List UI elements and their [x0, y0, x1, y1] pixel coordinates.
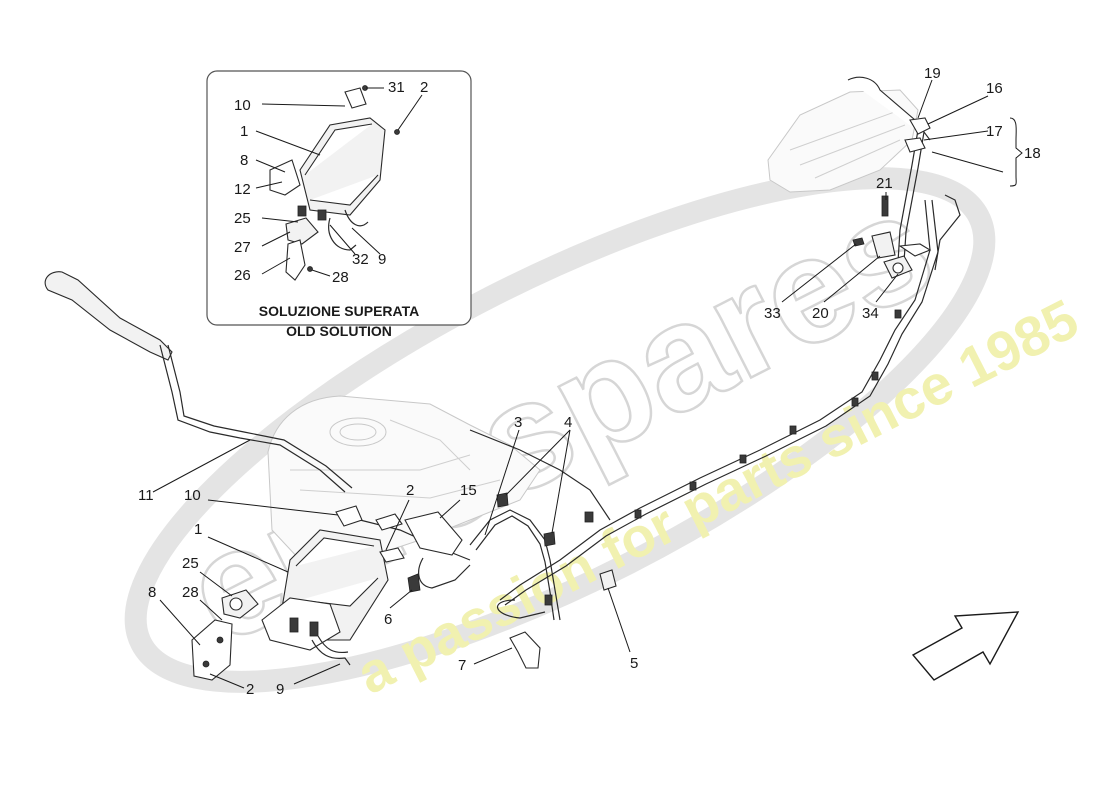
leader-lines	[152, 79, 1023, 689]
callout-9: 9	[378, 251, 386, 268]
purge-valve-group	[852, 117, 932, 279]
callout-31: 31	[388, 79, 405, 96]
callout-32: 32	[352, 251, 369, 268]
callout-17: 17	[986, 123, 1003, 140]
callout-34: 34	[862, 305, 879, 322]
callout-21: 21	[876, 175, 893, 192]
callout-12: 12	[234, 181, 251, 198]
callout-20: 20	[812, 305, 829, 322]
callout-3: 3	[514, 414, 522, 431]
callout-25: 25	[234, 210, 251, 227]
callout-6: 6	[384, 611, 392, 628]
main-callouts: 19 16 17 18 21 33 20 34 3 4 11 10 2 15 1…	[138, 65, 1041, 698]
callout-10: 10	[234, 97, 251, 114]
inset-title-line2: OLD SOLUTION	[286, 323, 392, 339]
callout-28-main: 28	[182, 584, 199, 601]
callout-2: 2	[420, 79, 428, 96]
callout-19: 19	[924, 65, 941, 82]
callout-2-bottom: 2	[246, 681, 254, 698]
callout-1: 1	[240, 123, 248, 140]
callout-4: 4	[564, 414, 572, 431]
inset-callouts: 31 2 10 1 8 12 25 27 26 32 9 28	[234, 79, 428, 286]
old-solution-inset: SOLUZIONE SUPERATA OLD SOLUTION	[206, 70, 472, 339]
callout-1-main: 1	[194, 521, 202, 538]
callout-28: 28	[332, 269, 349, 286]
callout-7: 7	[458, 657, 466, 674]
callout-26: 26	[234, 267, 251, 284]
callout-8-main: 8	[148, 584, 156, 601]
callout-9-main: 9	[276, 681, 284, 698]
callout-8: 8	[240, 152, 248, 169]
watermark-swoosh	[124, 167, 996, 693]
direction-arrow-icon	[911, 611, 1020, 681]
inset-title-line1: SOLUZIONE SUPERATA	[259, 303, 420, 319]
callout-27: 27	[234, 239, 251, 256]
callout-11: 11	[138, 487, 154, 504]
callout-5: 5	[630, 655, 638, 672]
callout-33: 33	[764, 305, 781, 322]
callout-15: 15	[460, 482, 477, 499]
callout-25-main: 25	[182, 555, 199, 572]
canister-assembly	[191, 492, 617, 681]
intake-manifold-ghost	[767, 76, 931, 193]
callout-2-main: 2	[406, 482, 414, 499]
callout-10-main: 10	[184, 487, 201, 504]
callout-18: 18	[1024, 145, 1041, 162]
callout-16: 16	[986, 80, 1003, 97]
fuel-tank-ghost	[267, 395, 541, 561]
